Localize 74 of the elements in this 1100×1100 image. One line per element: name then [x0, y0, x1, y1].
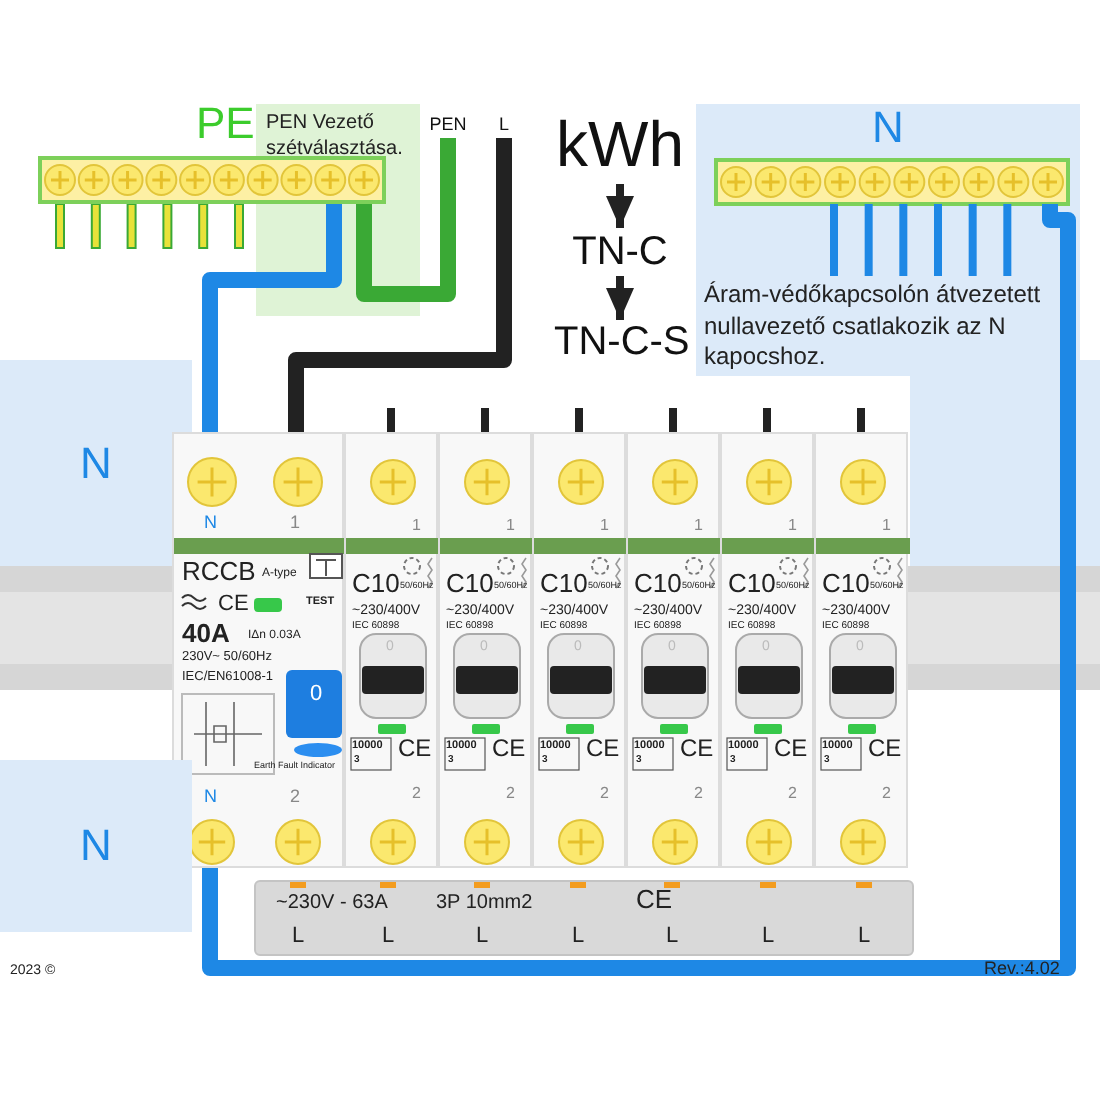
- terminal-number: 1: [600, 518, 609, 536]
- neutral-panel: [696, 104, 1080, 376]
- ce-mark: CE: [636, 886, 673, 915]
- ce-mark: CE: [868, 736, 902, 763]
- wire: [575, 408, 583, 432]
- terminal-number: 2: [506, 786, 515, 804]
- wire: [202, 202, 1076, 976]
- terminal-number: 1: [412, 518, 421, 536]
- phase-label: L: [666, 924, 679, 949]
- terminal-number: 1: [290, 514, 301, 534]
- circuit-breaker: [720, 432, 814, 868]
- phase-label: L: [858, 924, 871, 949]
- phase-label: L: [762, 924, 775, 949]
- terminal-number: 2: [694, 786, 703, 804]
- wire-label: L: [494, 112, 514, 138]
- wire: [202, 204, 342, 432]
- wire: [288, 138, 512, 432]
- terminal-number: 1: [694, 518, 703, 536]
- arrow: [606, 276, 634, 320]
- rating-text: ~230V - 63A: [276, 892, 388, 914]
- network-type-label: TN-C-S: [554, 320, 686, 364]
- terminal-number: 2: [290, 788, 301, 808]
- busbar-type-text: 3P 10mm2: [436, 892, 533, 914]
- wire: [669, 408, 677, 432]
- phase-label: L: [292, 924, 305, 949]
- wire: [387, 408, 395, 432]
- circuit-breaker: [814, 432, 908, 868]
- footer-text: Rev.:4.02: [984, 960, 1060, 980]
- rating-text: 40A: [182, 620, 230, 649]
- ce-mark: CE: [492, 736, 526, 763]
- ce-mark: CE: [218, 592, 249, 617]
- circuit-breaker: [626, 432, 720, 868]
- ce-mark: CE: [680, 736, 714, 763]
- note-text: PEN Vezető szétválasztása.: [266, 110, 405, 162]
- bar-label: PE: [196, 100, 255, 149]
- ce-mark: CE: [398, 736, 432, 763]
- terminal-number: 2: [600, 786, 609, 804]
- circuit-breaker: [438, 432, 532, 868]
- wire: [356, 138, 456, 302]
- terminal-number: N: [204, 514, 217, 534]
- position-mark: 0: [310, 682, 323, 707]
- rating-text: C10: [352, 570, 400, 599]
- bar-label: N: [872, 104, 904, 153]
- network-type-label: TN-C: [562, 228, 678, 276]
- wire-label: PEN: [424, 112, 472, 138]
- wire: [763, 408, 771, 432]
- circuit-breaker: [532, 432, 626, 868]
- terminal-number: 1: [882, 518, 891, 536]
- terminal-number: 2: [412, 786, 421, 804]
- neutral-band: N: [0, 760, 192, 932]
- note-box: [256, 104, 420, 158]
- busbar: [254, 880, 914, 956]
- terminal-number: 2: [788, 786, 797, 804]
- phase-label: L: [382, 924, 395, 949]
- circuit-breaker: [344, 432, 438, 868]
- rating-text: C10: [822, 570, 870, 599]
- terminal-number: 1: [506, 518, 515, 536]
- wire: [481, 408, 489, 432]
- terminal-number: N: [204, 788, 217, 808]
- terminal-number: 2: [882, 786, 891, 804]
- wire: [857, 408, 865, 432]
- rating-text: C10: [728, 570, 776, 599]
- note-text: Áram-védőkapcsolón átvezetett nullavezető csatlakozik az N kapocshoz.: [704, 280, 1043, 374]
- rating-text: C10: [446, 570, 494, 599]
- rccb-device: [172, 432, 344, 868]
- arrow: [606, 184, 634, 228]
- ce-mark: CE: [774, 736, 808, 763]
- rating-text: C10: [540, 570, 588, 599]
- phase-label: L: [572, 924, 585, 949]
- rating-text: C10: [634, 570, 682, 599]
- terminal-number: 1: [788, 518, 797, 536]
- ce-mark: CE: [586, 736, 620, 763]
- meter-label: kWh: [548, 104, 692, 184]
- phase-label: L: [476, 924, 489, 949]
